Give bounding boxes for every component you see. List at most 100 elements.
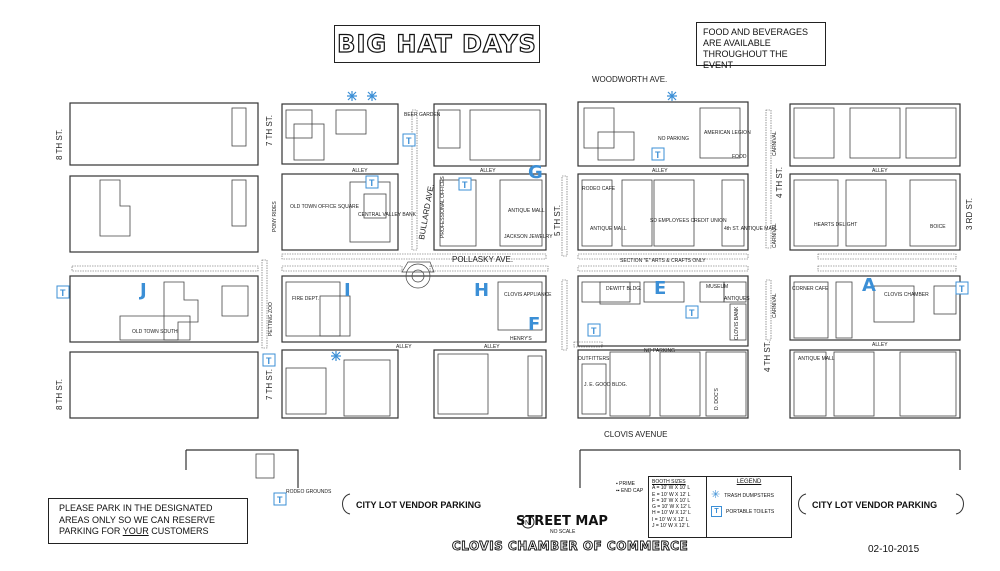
svg-text:T: T — [689, 308, 695, 318]
label-alley-5: ALLEY — [396, 344, 412, 350]
block — [789, 349, 961, 419]
block — [281, 275, 547, 343]
zone-j: J — [138, 280, 147, 301]
label-jackson-jewelry: JACKSON JEWELRY — [504, 234, 553, 240]
label-old-town-office: OLD TOWN OFFICE SQUARE — [290, 204, 360, 210]
chamber-name: CLOVIS CHAMBER OF COMMERCE — [452, 539, 689, 554]
portable-toilet-icon: T — [273, 492, 287, 506]
block — [789, 275, 961, 341]
label-antiques: ANTIQUES — [724, 296, 750, 302]
label-food: FOOD — [732, 154, 747, 160]
portable-toilet-icon: T — [587, 323, 601, 337]
vendor-parking-left: CITY LOT VENDOR PARKING — [356, 500, 482, 510]
label-section-e: SECTION "E" ARTS & CRAFTS ONLY — [620, 258, 706, 264]
label-alley-3: ALLEY — [652, 168, 668, 174]
block — [433, 103, 547, 167]
label-outfitters: OUTFITTERS — [578, 356, 610, 362]
booth-sizes: BOOTH SIZES A = 10' W X 10' L E = 10' W … — [648, 476, 708, 538]
label-rodeo-cafe: RODEO CAFE — [582, 186, 616, 192]
label-antique-mall-1: ANTIQUE MALL — [508, 208, 545, 214]
label-clovis-appliance: CLOVIS APPLIANCE — [504, 292, 552, 298]
label-petting-zoo: PETTING ZOO — [268, 302, 274, 336]
svg-text:T: T — [369, 178, 375, 188]
block — [433, 349, 547, 419]
street-woodworth: WOODWORTH AVE. — [592, 75, 667, 84]
street-bullard: BULLARD AVE. — [417, 183, 436, 240]
label-carnival-3: CARNIVAL — [772, 293, 778, 318]
block — [69, 275, 259, 343]
portable-toilet-icon: T — [262, 353, 276, 367]
label-alley-6: ALLEY — [484, 344, 500, 350]
svg-text:T: T — [591, 326, 597, 336]
svg-text:T: T — [277, 495, 283, 505]
label-henrys: HENRY'S — [510, 336, 532, 342]
no-scale-note: NO SCALE — [550, 529, 576, 535]
label-museum: MUSEUM — [706, 284, 728, 290]
label-hearts-delight: HEARTS DELIGHT — [814, 222, 857, 228]
label-boice: BOICE — [930, 224, 946, 230]
label-beer-garden: BEER GARDEN — [404, 112, 441, 118]
portable-toilet-icon: T — [402, 133, 416, 147]
svg-text:T: T — [60, 288, 66, 298]
street-4th-top: 4 TH ST. — [775, 167, 784, 198]
label-doc: D. DOC'S — [714, 388, 720, 410]
north-arrow-icon: N — [521, 515, 535, 529]
label-fire-dept: FIRE DEPT. — [292, 296, 319, 302]
portable-toilet-icon: T — [711, 506, 722, 517]
block — [789, 173, 961, 251]
block — [577, 349, 749, 419]
label-antique-mall-2: ANTIQUE MALL — [590, 226, 627, 232]
label-antique-mall-3: ANTIQUE MALL — [798, 356, 835, 362]
label-pony-rides: PONY RIDES — [272, 201, 278, 232]
street-3rd: 3 RD ST. — [965, 198, 974, 230]
label-central-valley-bank: CENTRAL VALLEY BANK — [358, 212, 417, 218]
trash-dumpster-icon — [667, 91, 677, 101]
svg-text:N: N — [525, 520, 530, 527]
block — [433, 173, 547, 251]
street-8th-top: 8 TH ST. — [55, 129, 64, 160]
block — [577, 173, 749, 251]
street-7th-top: 7 TH ST. — [265, 115, 274, 146]
portable-toilet-icon: T — [651, 147, 665, 161]
label-professional-offices: PROFESSIONAL OFFICES — [440, 176, 446, 238]
zone-e: E — [654, 278, 666, 299]
svg-text:T: T — [462, 180, 468, 190]
label-american-legion: AMERICAN LEGION — [704, 130, 751, 136]
trash-dumpster-icon — [347, 91, 357, 101]
zone-f: F — [528, 314, 540, 335]
block — [69, 102, 259, 166]
svg-text:T: T — [406, 136, 412, 146]
block — [69, 351, 259, 419]
block — [577, 101, 749, 167]
svg-text:T: T — [266, 356, 272, 366]
label-corner-cafe: CORNER CAFE — [792, 286, 829, 292]
block — [281, 349, 399, 419]
label-old-town-south: OLD TOWN SOUTH — [132, 329, 178, 335]
street-7th-bottom: 7 TH ST. — [265, 369, 274, 400]
zone-a: A — [862, 275, 876, 296]
label-no-parking-2: NO PARKING — [644, 348, 675, 354]
block — [281, 173, 399, 251]
label-je-good: J. E. GOOD BLDG. — [584, 382, 627, 388]
label-carnival-2: CARNIVAL — [772, 223, 778, 248]
block — [789, 103, 961, 167]
trash-dumpster-icon — [331, 351, 341, 361]
street-map-title: STREET MAP — [516, 514, 608, 529]
food-notice: FOOD AND BEVERAGES ARE AVAILABLE THROUGH… — [696, 22, 826, 70]
portable-toilet-icon: T — [458, 177, 472, 191]
label-alley-1: ALLEY — [352, 168, 368, 174]
prime-legend: ▪ PRIME ▪▪ END CAP — [616, 481, 644, 494]
label-clovis-chamber: CLOVIS CHAMBER — [884, 292, 929, 298]
label-rodeo-grounds: RODEO GROUNDS — [286, 489, 332, 495]
portable-toilet-icon: T — [685, 305, 699, 319]
portable-toilet-icon: T — [955, 281, 969, 295]
label-alley-7: ALLEY — [872, 342, 888, 348]
portable-toilet-icon: T — [365, 175, 379, 189]
zone-h: H — [474, 280, 489, 301]
label-no-parking-1: NO PARKING — [658, 136, 689, 142]
street-4th-bottom: 4 TH ST. — [763, 341, 772, 372]
label-alley-4: ALLEY — [872, 168, 888, 174]
street-5th: 5 TH ST. — [553, 205, 562, 236]
